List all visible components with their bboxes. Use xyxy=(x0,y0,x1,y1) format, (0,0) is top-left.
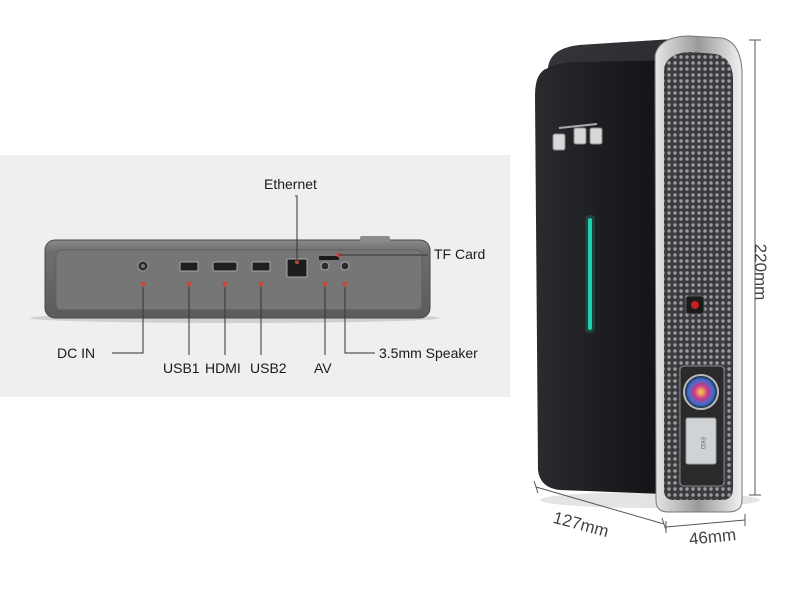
usb2-label: USB2 xyxy=(250,360,287,376)
hdmi-dot xyxy=(222,281,228,287)
ethernet-label: Ethernet xyxy=(264,176,317,192)
usb1-port xyxy=(179,261,199,272)
dc-in-dot xyxy=(140,281,146,287)
svg-text:EKO: EKO xyxy=(699,437,706,449)
usb1-label: USB1 xyxy=(163,360,200,376)
speaker-port xyxy=(340,261,350,271)
led-strip xyxy=(588,218,592,330)
hdmi-label: HDMI xyxy=(205,360,241,376)
tf-card-label: TF Card xyxy=(434,246,486,262)
av-port xyxy=(320,261,330,271)
hdmi-port xyxy=(212,261,238,272)
callout-lines xyxy=(112,195,428,355)
projector-rear-view xyxy=(30,195,440,355)
dimension-lines xyxy=(533,39,761,533)
projector-side-view: EKO xyxy=(533,35,761,533)
dc-in-label: DC IN xyxy=(57,345,96,361)
usb2-port xyxy=(251,261,271,272)
dc-in-port xyxy=(137,260,149,272)
usb2-dot xyxy=(258,281,264,287)
speaker-dot xyxy=(342,281,348,287)
lens-assembly: EKO xyxy=(679,365,725,487)
speaker-label: 3.5mm Speaker xyxy=(379,345,478,361)
tf-card-slot xyxy=(319,256,339,260)
av-dot xyxy=(322,281,328,287)
vent-slots xyxy=(552,123,603,151)
av-label: AV xyxy=(314,360,332,376)
height-dimension-label: 220mm xyxy=(751,243,770,301)
usb1-dot xyxy=(186,281,192,287)
power-button xyxy=(685,295,705,315)
